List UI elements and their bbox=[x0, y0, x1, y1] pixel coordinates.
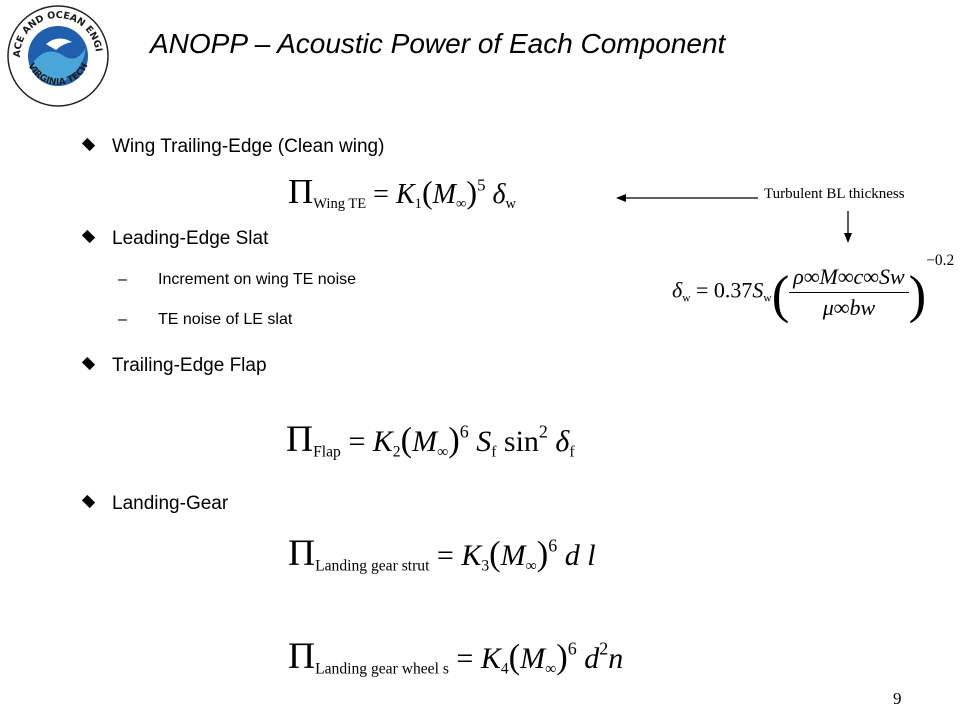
eq-subscript: Landing gear wheel s bbox=[315, 660, 449, 678]
diamond-bullet-icon bbox=[81, 230, 96, 244]
eq-subscript: Landing gear strut bbox=[315, 557, 430, 575]
eq-area: S bbox=[476, 425, 492, 458]
eq-lhs: δ bbox=[672, 277, 683, 303]
eq-subscript: Wing TE bbox=[313, 196, 367, 213]
eq-exponent: 6 bbox=[459, 421, 469, 442]
eq-lhs-sub: w bbox=[682, 292, 691, 305]
eq-coef: K bbox=[395, 179, 415, 210]
eq-area-sub: f bbox=[491, 443, 497, 461]
eq-mach-sub: ∞ bbox=[455, 196, 467, 213]
eq-coef: K bbox=[461, 539, 482, 572]
dash-marker: – bbox=[118, 271, 127, 288]
eq-symbol: Π bbox=[288, 533, 316, 574]
eq-mach: M bbox=[432, 179, 456, 210]
eq-exponent: 5 bbox=[477, 175, 486, 195]
eq-equals: = bbox=[348, 425, 366, 458]
virginia-tech-aoe-logo: AEROSPACE AND OCEAN ENGINEERING VIRGINIA… bbox=[2, 0, 110, 108]
eq-paren: ( bbox=[771, 266, 790, 325]
eq-coef-sub: 3 bbox=[481, 557, 490, 575]
bullet-text: Wing Trailing-Edge (Clean wing) bbox=[112, 136, 385, 157]
eq-mach-sub: ∞ bbox=[545, 660, 557, 678]
eq-tail: δ bbox=[492, 179, 506, 210]
eq-equals: = bbox=[436, 539, 454, 572]
eq-tail: δ bbox=[555, 425, 570, 458]
eq-coef-sub: 1 bbox=[414, 196, 422, 213]
eq-symbol: Π bbox=[286, 419, 314, 460]
eq-coef: K bbox=[480, 642, 501, 675]
bullet-text: Trailing-Edge Flap bbox=[112, 355, 267, 376]
bullet-landing-gear: Landing-Gear bbox=[81, 493, 229, 515]
eq-equals: = bbox=[373, 179, 389, 210]
eq-tail-n: n bbox=[608, 642, 624, 675]
slide-title: ANOPP – Acoustic Power of Each Component bbox=[150, 28, 726, 59]
eq-tail: d l bbox=[564, 539, 596, 572]
eq-symbol: Π bbox=[288, 636, 316, 677]
diamond-bullet-icon bbox=[81, 357, 96, 371]
equation-wing-te: ΠWing TE = K1(M∞)5 δw bbox=[288, 172, 516, 213]
eq-tail-sub: w bbox=[505, 196, 516, 213]
arrow-to-equation bbox=[612, 188, 760, 213]
eq-tail-sub: f bbox=[569, 443, 575, 461]
eq-paren: ( bbox=[400, 421, 413, 459]
eq-s: S bbox=[752, 277, 764, 303]
eq-paren: ) bbox=[556, 638, 568, 676]
eq-coef: K bbox=[372, 425, 393, 458]
eq-mach: M bbox=[520, 642, 546, 675]
eq-exponent: −0.2 bbox=[926, 252, 955, 269]
turbulent-bl-label: Turbulent BL thickness bbox=[764, 186, 905, 202]
eq-mach-sub: ∞ bbox=[437, 443, 449, 461]
equation-gear-wheels: ΠLanding gear wheel s = K4(M∞)6 d2n bbox=[288, 635, 623, 678]
eq-paren: ) bbox=[448, 421, 460, 459]
dash-marker: – bbox=[118, 311, 127, 328]
sub-bullet-slat-te: – TE noise of LE slat bbox=[118, 311, 292, 329]
eq-denominator: μ∞bw bbox=[822, 294, 876, 320]
eq-mach: M bbox=[412, 425, 438, 458]
bullet-text: Landing-Gear bbox=[112, 493, 229, 514]
diamond-bullet-icon bbox=[81, 495, 96, 509]
diamond-bullet-icon bbox=[81, 138, 96, 152]
equation-flap: ΠFlap = K2(M∞)6 Sf sin2 δf bbox=[286, 418, 575, 461]
eq-tail-d: d bbox=[584, 642, 600, 675]
eq-coef-sub: 2 bbox=[392, 443, 401, 461]
arrow-to-bl-equation bbox=[838, 210, 858, 249]
eq-paren: ( bbox=[489, 535, 501, 573]
page-number: 9 bbox=[893, 689, 902, 708]
eq-paren: ( bbox=[508, 638, 521, 676]
eq-trig: sin bbox=[503, 425, 539, 458]
eq-mach-sub: ∞ bbox=[525, 557, 537, 575]
eq-trig-exp: 2 bbox=[538, 421, 548, 442]
bullet-te-flap: Trailing-Edge Flap bbox=[81, 355, 267, 377]
bullet-le-slat: Leading-Edge Slat bbox=[81, 228, 269, 250]
eq-equals: = 0.37 bbox=[696, 277, 753, 303]
eq-s-sub: w bbox=[763, 292, 772, 305]
eq-equals: = bbox=[456, 642, 474, 675]
eq-mach: M bbox=[500, 539, 526, 572]
bullet-text: Leading-Edge Slat bbox=[112, 228, 269, 249]
sub-bullet-increment: – Increment on wing TE noise bbox=[118, 271, 356, 289]
eq-paren: ) bbox=[908, 266, 927, 325]
eq-symbol: Π bbox=[288, 172, 314, 211]
equation-gear-strut: ΠLanding gear strut = K3(M∞)6 d l bbox=[288, 532, 596, 575]
eq-subscript: Flap bbox=[313, 443, 341, 461]
sub-bullet-text: TE noise of LE slat bbox=[158, 311, 293, 328]
eq-paren: ) bbox=[466, 174, 478, 210]
eq-tail-d-exp: 2 bbox=[599, 638, 609, 659]
eq-exponent: 6 bbox=[548, 535, 558, 556]
eq-exponent: 6 bbox=[567, 638, 577, 659]
sub-bullet-text: Increment on wing TE noise bbox=[158, 271, 357, 288]
eq-coef-sub: 4 bbox=[500, 660, 509, 678]
eq-paren: ) bbox=[536, 535, 549, 573]
eq-paren: ( bbox=[421, 174, 433, 210]
eq-numerator: ρ∞M∞c∞Sw bbox=[789, 264, 909, 293]
bullet-wing-te: Wing Trailing-Edge (Clean wing) bbox=[81, 136, 385, 158]
